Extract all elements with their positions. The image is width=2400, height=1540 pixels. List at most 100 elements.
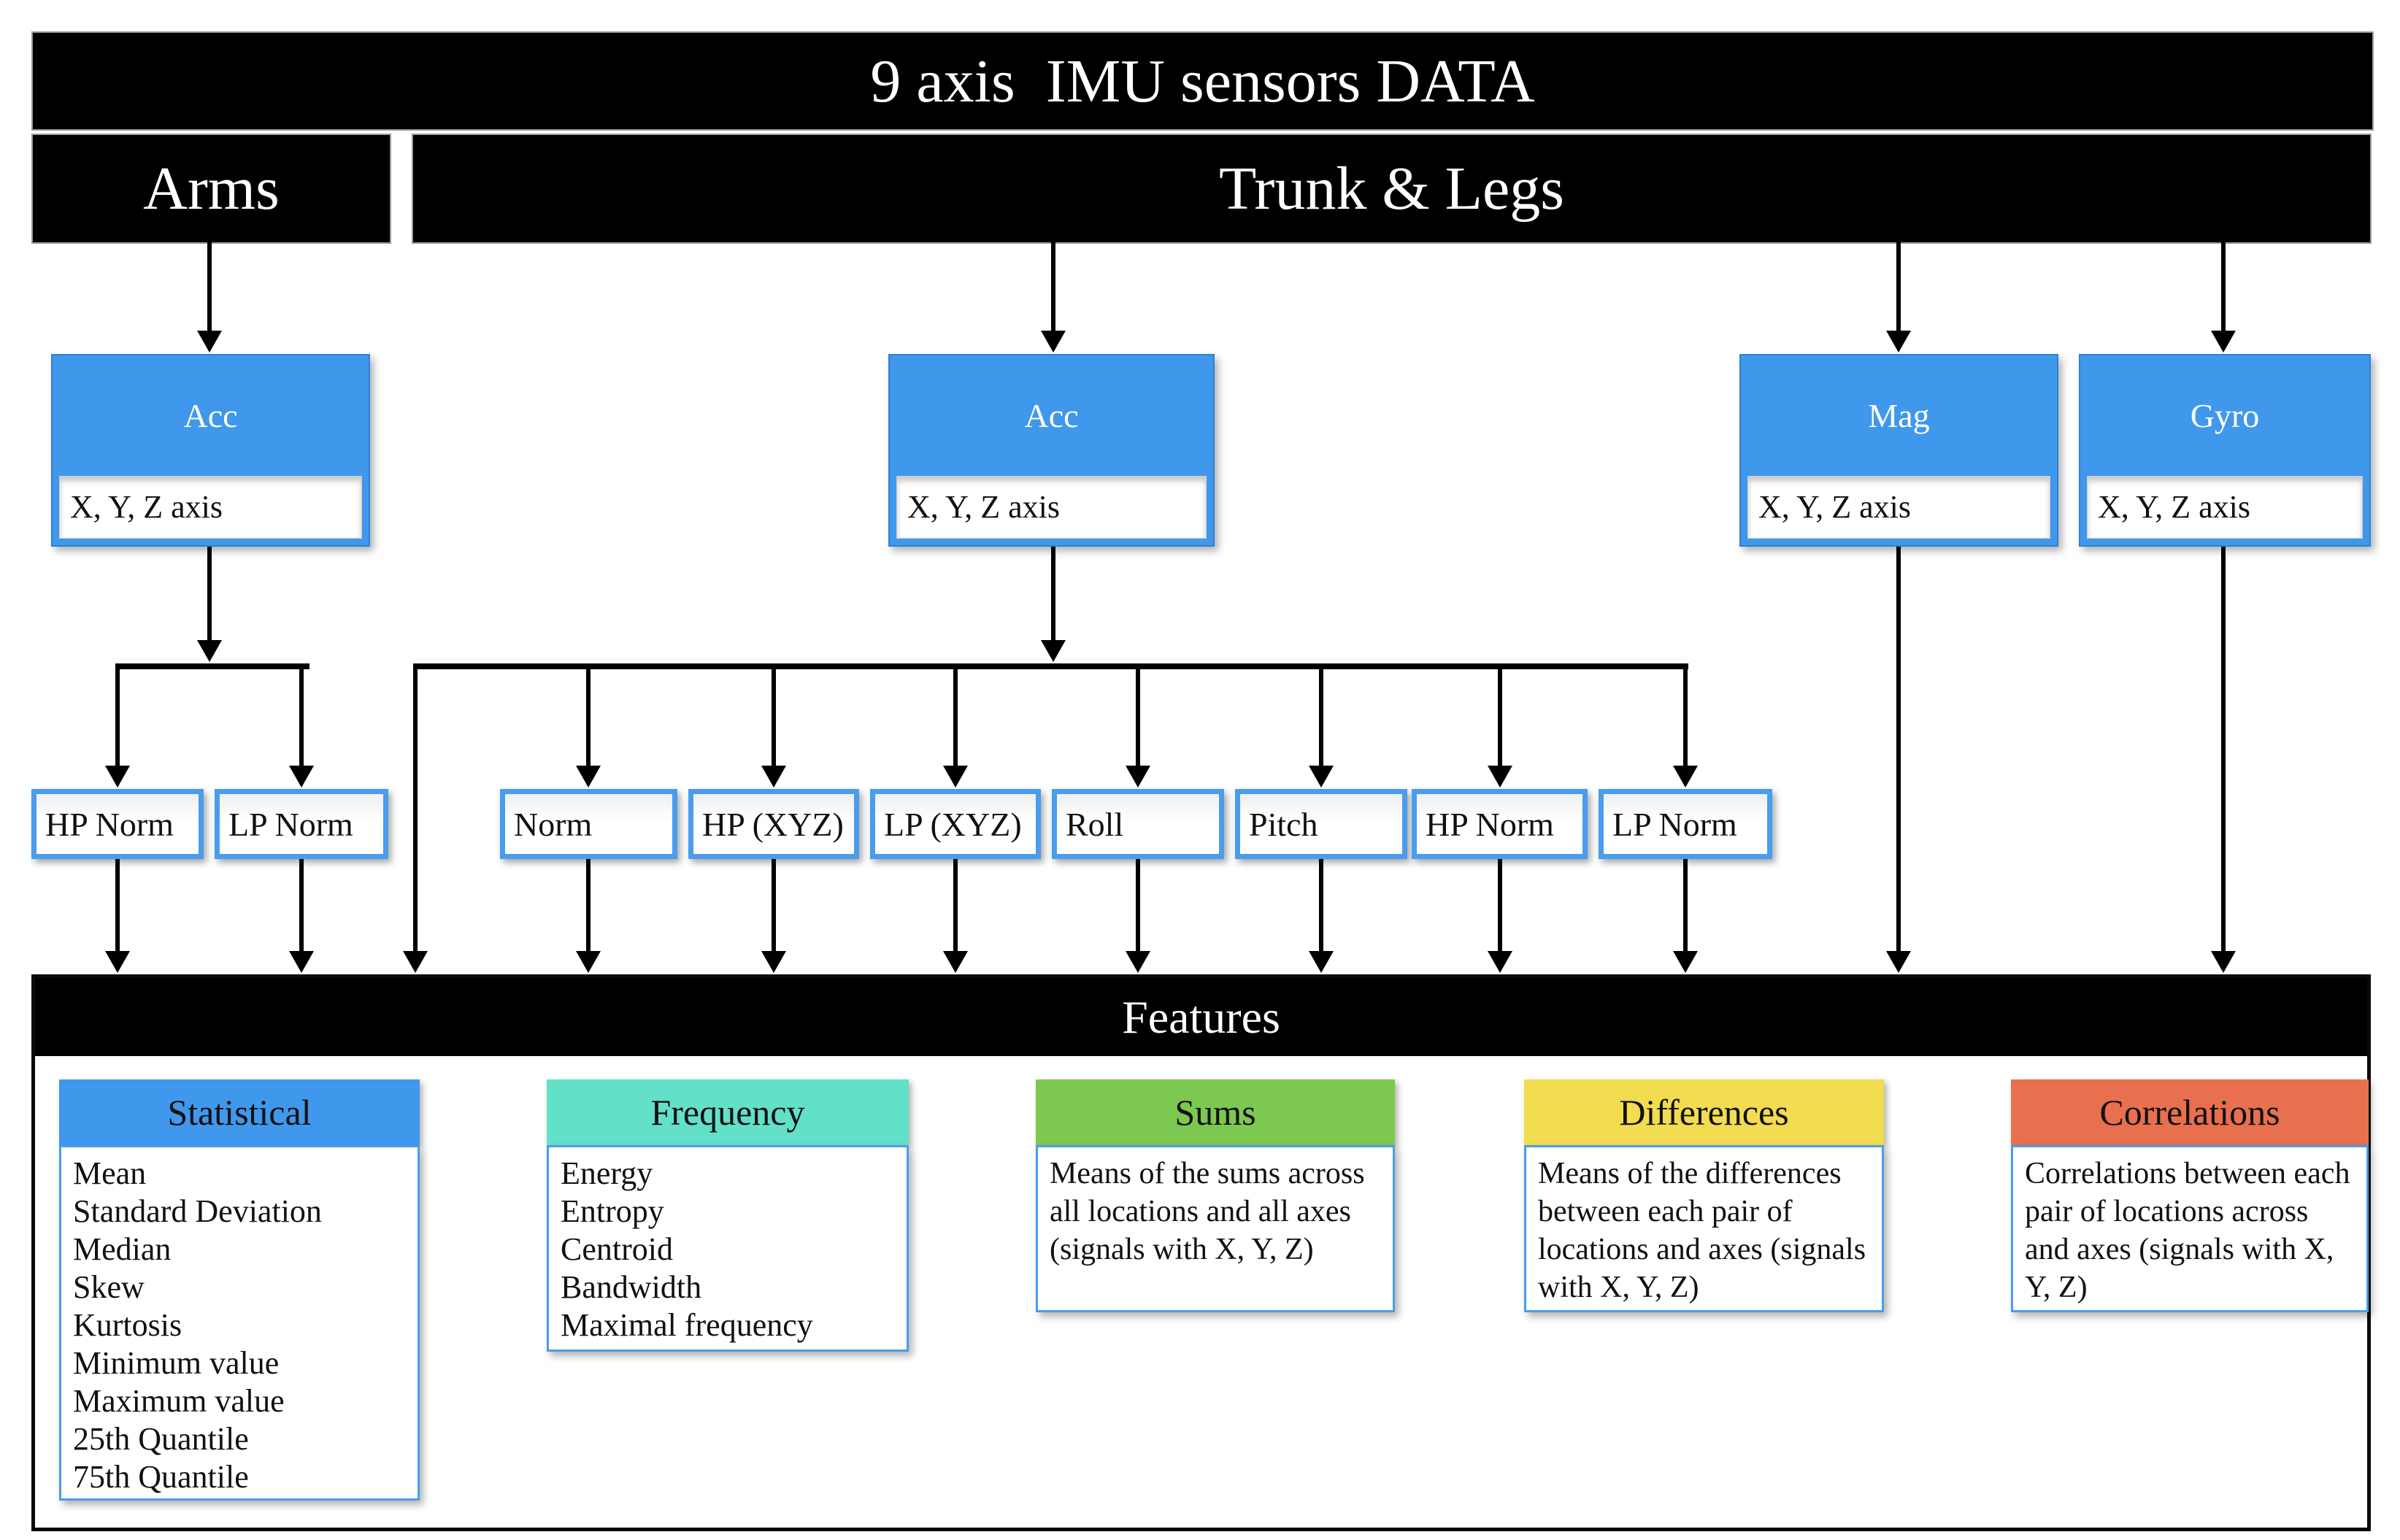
connector-line [115,859,120,951]
arrowhead [1488,951,1512,973]
connector-line [1896,241,1901,332]
feature-item: 25th Quantile [73,1421,249,1457]
signal-box-lp-norm-arms: LP Norm [215,789,388,859]
signal-box-lp-norm-trunk: LP Norm [1599,789,1772,859]
signal-box-hp-norm-trunk: HP Norm [1412,789,1588,859]
connector-line [1498,669,1502,766]
connector-line [1319,859,1323,951]
signal-label: Norm [514,805,593,843]
feature-item: Median [73,1231,172,1267]
connector-line [1051,241,1055,332]
connector-line [299,859,304,951]
category-header-statistical: Statistical [59,1079,420,1145]
arrowhead [1309,951,1334,973]
signal-label: HP Norm [45,805,174,843]
arrowhead [289,766,314,788]
feature-item: Minimum value [73,1345,280,1381]
arrowhead [1041,640,1066,662]
arrowhead [576,766,601,788]
arrowhead [197,331,222,353]
group-label-arms: Arms [143,155,280,223]
signal-box-roll: Roll [1052,789,1224,859]
connector-line [1136,669,1140,766]
connector-line [207,547,212,640]
signal-box-norm: Norm [500,789,677,859]
category-desc-correlations: Correlations between each pair of locati… [2011,1145,2369,1312]
feature-item: Energy [561,1155,653,1191]
connector-line [115,669,120,766]
feature-item: Maximum value [73,1383,285,1419]
category-header-correlations: Correlations [2011,1079,2369,1145]
connector-line [1683,669,1688,766]
features-panel: Features [31,974,2371,1531]
sensor-axis-field: X, Y, Z axis [59,476,362,539]
group-bar-trunk-legs: Trunk & Legs [412,134,2372,244]
connector-line [1051,547,1055,640]
page-title: 9 axis IMU sensors DATA [870,47,1535,115]
connector-line [953,859,958,951]
signal-label: HP (XYZ) [702,805,844,843]
arrowhead [105,766,130,788]
feature-item: 75th Quantile [73,1459,249,1495]
group-label-trunk-legs: Trunk & Legs [1219,155,1564,223]
connector-line [953,669,958,766]
signal-box-lp-xyz: LP (XYZ) [870,789,1041,859]
sensor-box-gyro: Gyro X, Y, Z axis [2079,354,2371,547]
signal-box-hp-xyz: HP (XYZ) [688,789,859,859]
arrowhead [943,766,968,788]
signal-label: LP Norm [1612,805,1737,843]
feature-item: Standard Deviation [73,1193,322,1229]
sensor-axis-field: X, Y, Z axis [1747,476,2050,539]
arrowhead [761,951,786,973]
arrowhead [197,640,222,662]
signal-label: LP (XYZ) [884,805,1022,843]
arrowhead [1886,331,1911,353]
category-desc-sums: Means of the sums across all locations a… [1036,1145,1395,1312]
category-desc-differences: Means of the differences between each pa… [1524,1145,1884,1312]
feature-item: Maximal frequency [561,1307,813,1343]
signal-box-hp-norm-arms: HP Norm [31,789,204,859]
sensor-label: Acc [183,397,238,434]
category-header-frequency: Frequency [547,1079,909,1145]
signal-label: LP Norm [228,805,353,843]
arrowhead [943,951,968,973]
feature-item: Skew [73,1269,145,1305]
sensor-label: Gyro [2190,397,2260,434]
feature-item: Centroid [561,1231,673,1267]
feature-item: Kurtosis [73,1307,182,1343]
title-bar: 9 axis IMU sensors DATA [31,31,2374,131]
connector-line [772,669,776,766]
sensor-axis-field: X, Y, Z axis [896,476,1207,539]
arrowhead [1673,766,1698,788]
arrowhead [2211,331,2236,353]
arrowhead [1673,951,1698,973]
connector-line [1498,859,1502,951]
arrowhead [2211,951,2236,973]
arrowhead [1126,766,1150,788]
category-header-differences: Differences [1524,1079,1884,1145]
connector-line [299,669,304,766]
signal-box-pitch: Pitch [1235,789,1407,859]
connector-line [586,859,591,951]
sensor-box-mag: Mag X, Y, Z axis [1739,354,2058,547]
sensor-label: Acc [1024,397,1079,434]
arrowhead [403,951,428,973]
feature-item: Mean [73,1155,147,1191]
arrowhead [105,951,130,973]
feature-item: Bandwidth [561,1269,702,1305]
connector-line [1683,859,1688,951]
features-header-bar: Features [35,978,2367,1056]
arrowhead [1488,766,1512,788]
connector-line [2221,241,2226,332]
connector-line [2221,547,2226,951]
feature-item: Entropy [561,1193,664,1229]
signal-label: Roll [1066,805,1124,843]
connector-line [413,663,418,951]
sensor-box-acc-arms: Acc X, Y, Z axis [51,354,370,547]
sensor-label: Mag [1868,397,1930,434]
signal-label: Pitch [1249,805,1318,843]
arrowhead [761,766,786,788]
arrowhead [1126,951,1150,973]
